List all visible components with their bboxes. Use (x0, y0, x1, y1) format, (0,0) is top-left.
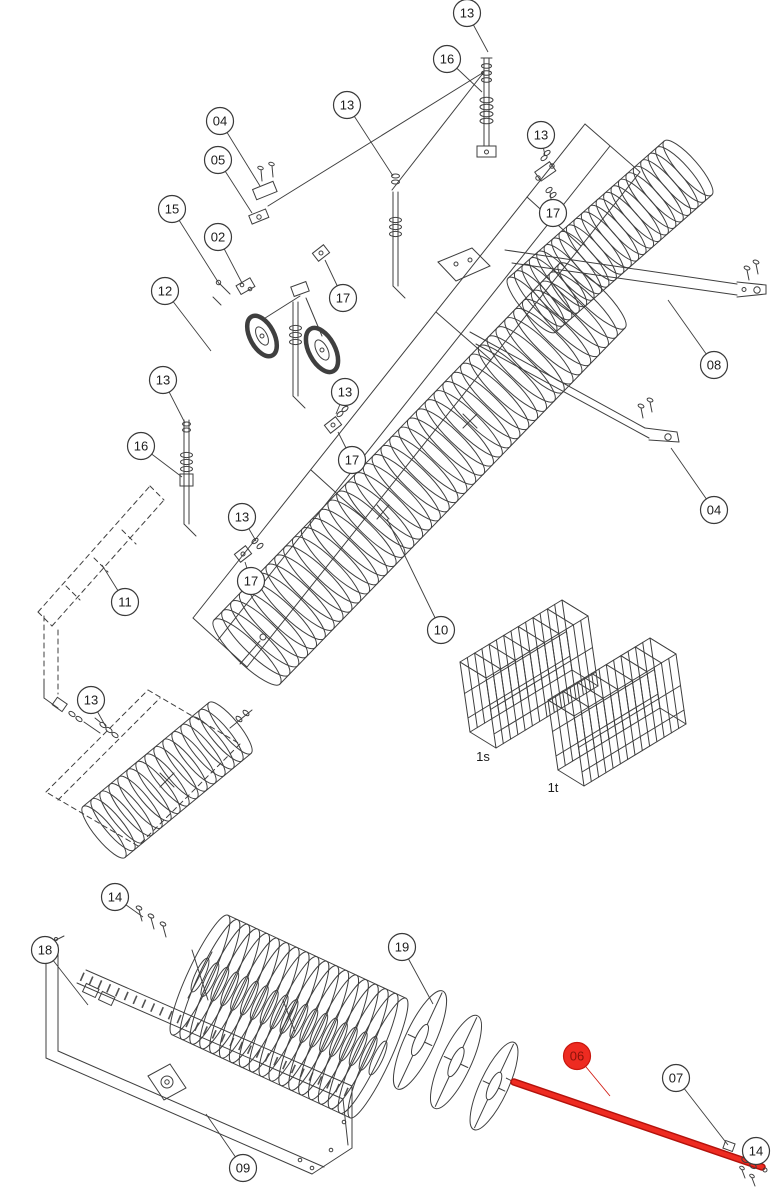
svg-text:17: 17 (345, 453, 359, 468)
svg-text:19: 19 (395, 940, 409, 955)
elbow-fittings (43, 679, 101, 734)
svg-text:14: 14 (749, 1144, 763, 1159)
svg-text:15: 15 (165, 202, 179, 217)
svg-text:04: 04 (213, 114, 227, 129)
main-frame (192, 123, 641, 668)
callout-14-b[interactable]: 14 (741, 1136, 771, 1166)
svg-text:12: 12 (158, 284, 172, 299)
callout-13-b[interactable]: 13 (332, 90, 362, 120)
transport-wheels (244, 280, 341, 375)
callout-07[interactable]: 07 (661, 1063, 691, 1093)
loose-disc (392, 990, 448, 1090)
svg-text:13: 13 (534, 128, 548, 143)
front-roller-spokes (376, 413, 478, 520)
front-roller (212, 262, 627, 686)
callout-13-d[interactable]: 13 (148, 365, 178, 395)
callout-13-c[interactable]: 13 (526, 120, 556, 150)
bottom-roller-spokes (187, 949, 298, 1033)
callout-08[interactable]: 08 (699, 350, 729, 380)
svg-text:10: 10 (434, 623, 448, 638)
basket-label-1s: 1s (476, 749, 490, 764)
svg-text:07: 07 (669, 1071, 683, 1086)
svg-text:04: 04 (707, 503, 721, 518)
svg-text:16: 16 (134, 439, 148, 454)
callout-17-c[interactable]: 17 (337, 445, 367, 475)
callout-16-b[interactable]: 16 (126, 431, 156, 461)
callout-17-d[interactable]: 17 (236, 566, 266, 596)
svg-text:13: 13 (156, 373, 170, 388)
svg-text:13: 13 (235, 510, 249, 525)
callout-16-a[interactable]: 16 (432, 44, 462, 74)
leader-lines (44, 12, 757, 1169)
small-parts (94, 149, 557, 739)
rear-roller (506, 139, 714, 334)
svg-text:09: 09 (236, 1161, 250, 1176)
svg-text:13: 13 (340, 98, 354, 113)
callouts: 13 16 13 04 05 13 15 02 17 12 17 08 13 1… (30, 0, 771, 1183)
callout-19[interactable]: 19 (387, 932, 417, 962)
callout-14-a[interactable]: 14 (100, 882, 130, 912)
callout-11[interactable]: 11 (110, 587, 140, 617)
svg-text:02: 02 (211, 230, 225, 245)
svg-text:17: 17 (244, 574, 258, 589)
svg-text:18: 18 (38, 943, 52, 958)
basket-1s (459, 599, 599, 749)
callout-13-e[interactable]: 13 (330, 377, 360, 407)
svg-text:08: 08 (707, 358, 721, 373)
svg-text:17: 17 (336, 291, 350, 306)
callout-12[interactable]: 12 (150, 276, 180, 306)
basket-label-1t: 1t (548, 780, 559, 795)
callout-06-highlighted[interactable]: 06 (562, 1041, 592, 1071)
loose-disc (469, 1041, 519, 1131)
callout-13-g[interactable]: 13 (76, 685, 106, 715)
svg-text:13: 13 (460, 6, 474, 21)
highlighted-shaft-06[interactable] (505, 1077, 766, 1171)
callout-04-b[interactable]: 04 (699, 495, 729, 525)
callout-05[interactable]: 05 (203, 145, 233, 175)
svg-text:05: 05 (211, 153, 225, 168)
svg-text:11: 11 (118, 595, 132, 610)
spring-posts (179, 173, 406, 537)
callout-17-a[interactable]: 17 (538, 198, 568, 228)
basket-1t (547, 637, 687, 787)
callout-09[interactable]: 09 (228, 1153, 258, 1183)
callout-10[interactable]: 10 (426, 615, 456, 645)
detached-roller-frame (45, 689, 241, 847)
callout-17-b[interactable]: 17 (328, 283, 358, 313)
loose-discs (392, 990, 519, 1131)
callout-18[interactable]: 18 (30, 935, 60, 965)
front-drawbar (267, 57, 497, 207)
shaft-end-hardware (722, 1139, 768, 1187)
callout-15[interactable]: 15 (157, 194, 187, 224)
detached-roller-shaft (159, 709, 253, 788)
svg-text:13: 13 (338, 385, 352, 400)
callout-13-f[interactable]: 13 (227, 502, 257, 532)
svg-text:17: 17 (546, 206, 560, 221)
svg-text:06: 06 (570, 1049, 584, 1064)
svg-text:16: 16 (440, 52, 454, 67)
rear-drawbar-arms (469, 249, 767, 443)
callout-04-a[interactable]: 04 (205, 106, 235, 136)
bottom-frame (39, 905, 353, 1175)
callout-02[interactable]: 02 (203, 222, 233, 252)
svg-text:14: 14 (108, 890, 122, 905)
loose-disc (430, 1014, 482, 1110)
bottom-roller (169, 914, 409, 1119)
callout-13-a[interactable]: 13 (452, 0, 482, 28)
svg-text:13: 13 (84, 693, 98, 708)
dashed-beam-11 (37, 485, 165, 695)
